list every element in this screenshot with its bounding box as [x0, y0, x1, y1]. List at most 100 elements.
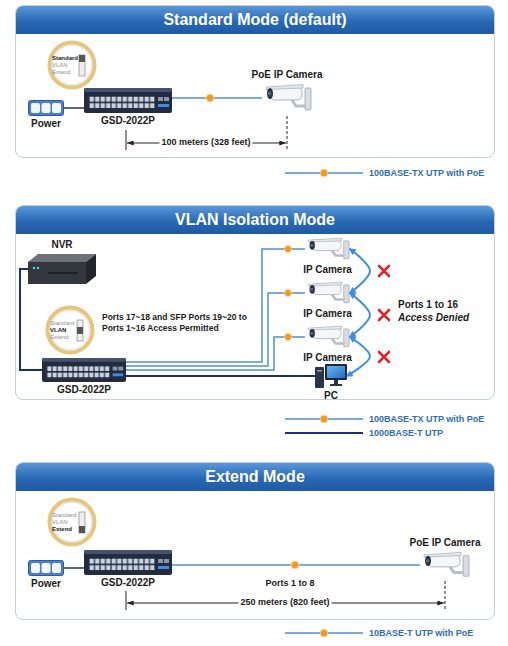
pc-workstation: PC [315, 364, 347, 388]
dimension-tick [126, 130, 127, 150]
device-label: PC [324, 390, 338, 401]
device-label: GSD-2022P [101, 577, 155, 588]
power-outlet-art [29, 561, 64, 576]
dimension-tick [287, 116, 288, 150]
camera-art [309, 238, 350, 259]
mode-switch-callout: StandardVLANExtend [47, 40, 97, 90]
device-label: IP Camera [303, 308, 352, 319]
mode-switch-callout: StandardVLANExtend [47, 497, 97, 547]
dimension-lines [126, 116, 445, 610]
switch-position-label: VLAN [52, 62, 68, 69]
switch-position-label: Extend [52, 526, 72, 533]
callout-inner-ring [53, 46, 92, 85]
poe-dot [291, 561, 299, 569]
legend-item: 10BASE-T UTP with PoE [285, 628, 473, 638]
poe-cable [172, 564, 420, 566]
port-range-label: Ports 1 to 8 [263, 578, 316, 589]
poe-dot [320, 415, 328, 423]
device-label: PoE IP Camera [252, 69, 323, 80]
switch-position-label: VLAN [50, 327, 66, 334]
gigabit-cable [20, 269, 42, 370]
device-label: Power [31, 118, 61, 129]
poe-cable [126, 337, 305, 370]
poe-dot [285, 334, 292, 341]
pc-art [315, 364, 347, 388]
device-label: GSD-2022P [101, 115, 155, 126]
mode-panel: Standard Mode (default) StandardVLANExten… [15, 5, 495, 158]
poe-switch: GSD-2022P [84, 88, 172, 113]
deny-cross [379, 310, 389, 320]
camera-art [309, 282, 350, 303]
panel-heading: Extend Mode [16, 463, 494, 491]
deny-marks [379, 266, 389, 362]
ip-camera: PoE IP Camera [262, 82, 312, 114]
switch-position-label: Standard [52, 55, 78, 62]
denied-access-arrow [350, 293, 370, 337]
dimension-tick [445, 581, 446, 610]
note-text: Ports 1 to 16 [396, 299, 460, 310]
legend-item: 100BASE-TX UTP with PoE [285, 414, 484, 424]
ip-camera: IP Camera [305, 324, 350, 350]
ip-camera: PoE IP Camera [420, 550, 470, 580]
device-label: NVR [51, 239, 72, 250]
poe-dot [206, 94, 214, 102]
power-outlet-art [29, 101, 64, 116]
power-outlet: Power [28, 100, 64, 116]
legend-text: 1000BASE-T UTP [369, 428, 443, 438]
power-cord [64, 567, 84, 569]
poe-switch: GSD-2022P [42, 358, 126, 382]
note-text: Ports 17~18 and SFP Ports 19~20 to Ports… [100, 312, 264, 334]
poe-cable [172, 97, 262, 99]
switch-position-label: Standard [52, 512, 76, 519]
panel-heading: VLAN Isolation Mode [16, 206, 494, 234]
switch-art [84, 88, 172, 113]
poe-dots [206, 94, 299, 569]
switch-position-label: Standard [50, 320, 74, 327]
callout-ring [48, 308, 93, 353]
legend-text: 10BASE-T UTP with PoE [369, 628, 473, 638]
camera-art [309, 326, 350, 347]
callout-inner-ring [53, 503, 92, 542]
ip-camera: IP Camera [305, 280, 350, 306]
legend-item: 100BASE-TX UTP with PoE [285, 168, 484, 178]
deny-cross [379, 266, 389, 276]
poe-switch: GSD-2022P [84, 550, 172, 575]
poe-cable [126, 249, 305, 362]
device-label: PoE IP Camera [410, 537, 481, 548]
legend-sample [285, 414, 363, 424]
legend-sample [285, 168, 363, 178]
poe-dot [320, 629, 328, 637]
legend-sample [285, 428, 363, 438]
legend-sample [285, 628, 363, 638]
callout-ring [50, 500, 95, 545]
camera-art [424, 552, 469, 576]
camera-art [266, 85, 311, 111]
poe-dot [285, 246, 292, 253]
power-outlet: Power [28, 560, 64, 576]
switch-position-label: Extend [50, 334, 69, 341]
note-text: Access Denied [396, 312, 471, 323]
device-label: GSD-2022P [57, 384, 111, 395]
legend-text: 100BASE-TX UTP with PoE [369, 414, 484, 424]
switch-position-label: Extend [52, 69, 71, 76]
device-label: IP Camera [303, 352, 352, 363]
legend-text: 100BASE-TX UTP with PoE [369, 168, 484, 178]
dimension-tick [126, 591, 127, 610]
dimension-label: 100 meters (328 feet) [159, 137, 252, 148]
legend-line [285, 432, 363, 434]
callout-ring [50, 43, 95, 88]
nvr-recorder: NVR [28, 252, 96, 286]
device-label: Power [31, 578, 61, 589]
poe-dot [285, 290, 292, 297]
switch-art [42, 358, 126, 382]
gigabit-cable [126, 375, 315, 377]
callout-inner-ring [51, 311, 90, 350]
dimension-label: 250 meters (820 feet) [238, 597, 331, 608]
legend-item: 1000BASE-T UTP [285, 428, 443, 438]
switch-position-label: VLAN [52, 519, 68, 526]
deny-cross [379, 352, 389, 362]
nvr-art [28, 254, 96, 284]
denied-access-arrow [350, 249, 370, 293]
mode-switch-callout: StandardVLANExtend [45, 305, 95, 355]
panel-heading: Standard Mode (default) [16, 6, 494, 34]
